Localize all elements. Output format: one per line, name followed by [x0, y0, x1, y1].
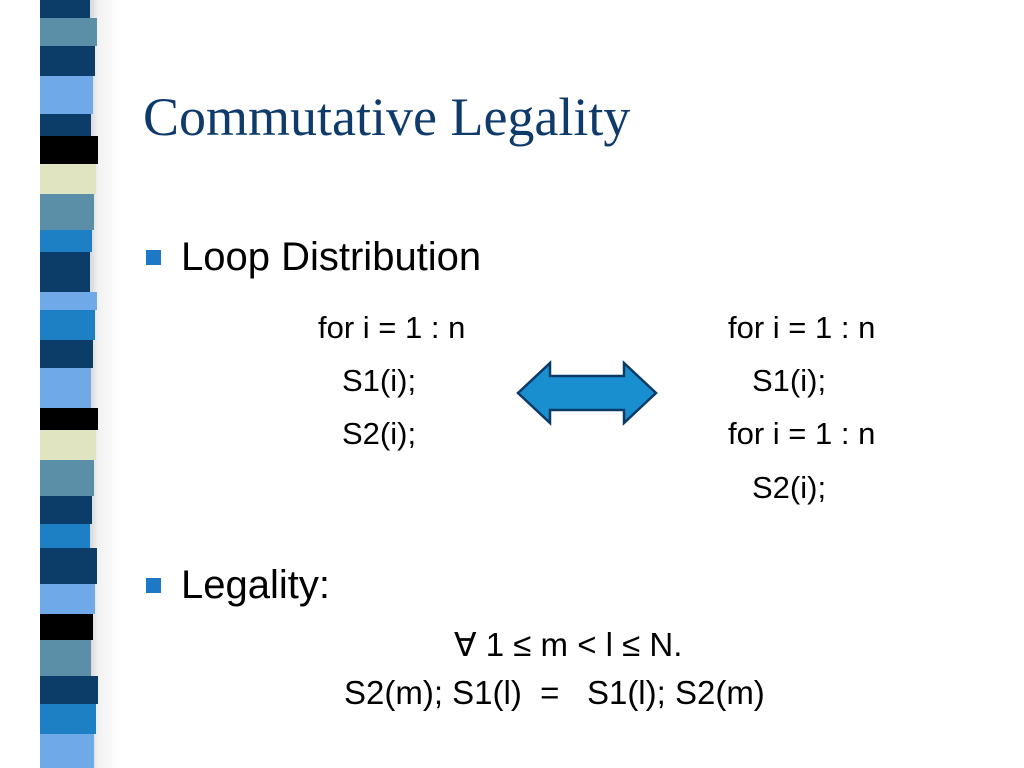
stripe-segment: [40, 0, 90, 18]
stripe-segment: [40, 18, 97, 46]
decorative-stripe: [40, 0, 98, 768]
stripe-segment: [40, 408, 98, 430]
stripe-segment: [40, 46, 95, 76]
double-headed-arrow-icon: [516, 360, 658, 426]
stripe-segment: [40, 136, 98, 164]
left-code-line-3: S2(i);: [342, 416, 417, 451]
right-code-line-1: for i = 1 : n: [728, 310, 876, 345]
stripe-segment: [40, 164, 96, 194]
stripe-segment: [40, 676, 98, 704]
stripe-segment: [40, 584, 95, 614]
stripe-segment: [40, 640, 91, 676]
stripe-segment: [40, 548, 97, 584]
square-bullet-icon: [146, 249, 161, 265]
stripe-segment: [40, 460, 94, 496]
stripe-segment: [40, 194, 94, 230]
stripe-segment: [40, 310, 95, 340]
stripe-segment: [40, 704, 96, 734]
left-code-line-1: for i = 1 : n: [318, 310, 466, 345]
stripe-segment: [40, 430, 96, 460]
stripe-segment: [40, 368, 91, 408]
stripe-segment: [40, 76, 93, 114]
legality-equation: S2(m); S1(l) = S1(l); S2(m): [344, 674, 765, 711]
right-code-line-4: S2(i);: [752, 470, 827, 505]
square-bullet-icon: [146, 577, 161, 593]
stripe-segment: [40, 340, 93, 368]
stripe-segment: [40, 524, 90, 548]
stripe-segment: [40, 292, 97, 310]
arrow-shape: [516, 360, 658, 426]
stripe-segment: [40, 496, 92, 524]
stripe-segment: [40, 734, 94, 768]
stripe-segment: [40, 230, 92, 252]
slide-title: Commutative Legality: [143, 87, 631, 147]
left-code-line-2: S1(i);: [342, 363, 417, 398]
bullet-loop-distribution: Loop Distribution: [146, 234, 481, 280]
right-code-line-2: S1(i);: [752, 363, 827, 398]
stripe-segment: [40, 252, 90, 292]
bullet-text: Legality:: [181, 563, 330, 607]
bullet-text: Loop Distribution: [181, 235, 482, 279]
right-code-line-3: for i = 1 : n: [728, 416, 876, 451]
bullet-legality: Legality:: [146, 562, 330, 608]
legality-condition: ∀ 1 ≤ m < l ≤ N.: [454, 626, 683, 663]
stripe-segment: [40, 614, 93, 640]
stripe-segment: [40, 114, 91, 136]
